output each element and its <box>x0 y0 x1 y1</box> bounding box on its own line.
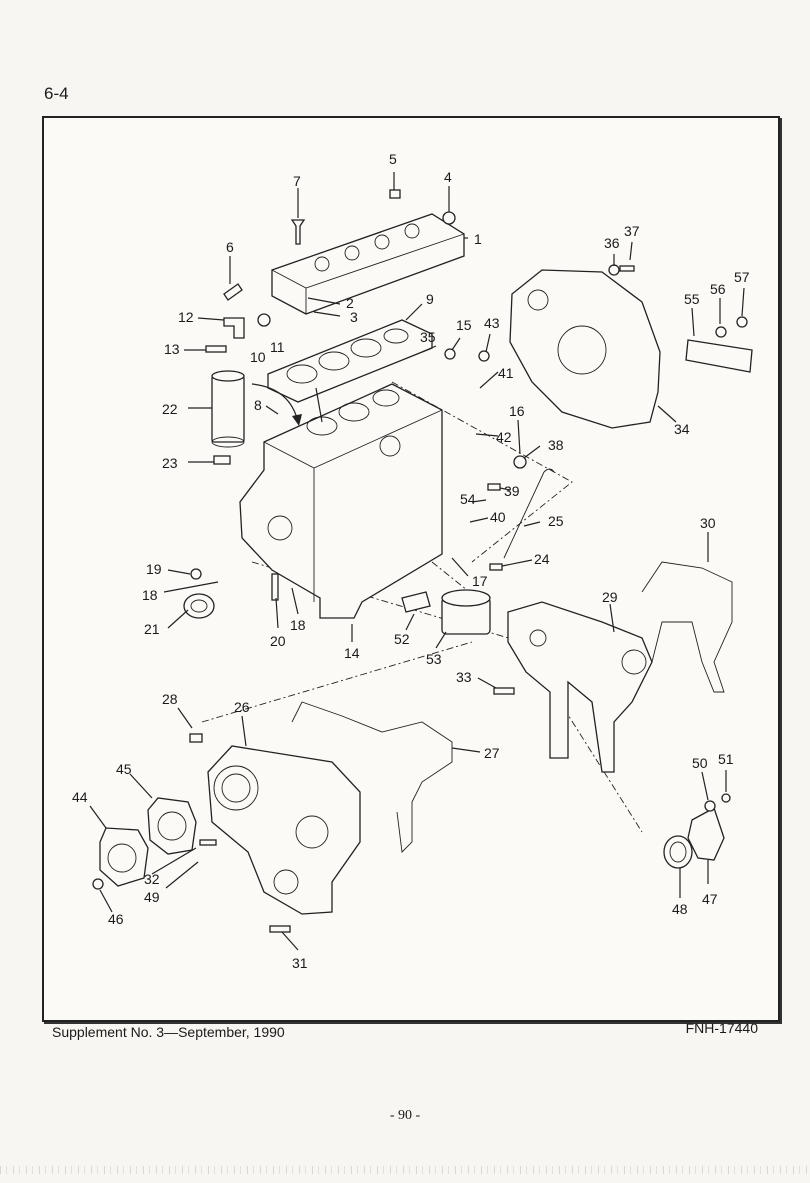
callout-label: 14 <box>344 645 360 661</box>
callout-label: 31 <box>292 955 308 971</box>
callout-label: 13 <box>164 341 180 357</box>
head-gasket <box>267 319 433 403</box>
document-code: FNH-17440 <box>685 1020 758 1036</box>
callout-label: 50 <box>692 755 708 771</box>
callout-label: 47 <box>702 891 718 907</box>
callout-label: 7 <box>293 173 301 189</box>
callout-label: 45 <box>116 761 132 777</box>
callout-label: 33 <box>456 669 472 685</box>
callout-label: 52 <box>394 631 410 647</box>
leader-lines <box>89 172 745 951</box>
front-seals <box>99 797 197 887</box>
callout-label: 5 <box>389 151 397 167</box>
callout-label: 29 <box>602 589 618 605</box>
callout-label: 38 <box>548 437 564 453</box>
callout-label: 39 <box>504 483 520 499</box>
parts-diagram-frame: 1 2 3 4 5 6 7 8 9 10 11 12 13 14 15 16 1… <box>42 116 780 1022</box>
callout-label: 16 <box>509 403 525 419</box>
callout-label: 1 <box>474 231 482 247</box>
exploded-engine-diagram: 1 2 3 4 5 6 7 8 9 10 11 12 13 14 15 16 1… <box>72 151 753 971</box>
callout-label: 30 <box>700 515 716 531</box>
callout-label: 44 <box>72 789 88 805</box>
page-label: 6-4 <box>44 84 69 103</box>
callout-label: 2 <box>346 295 354 311</box>
callout-label: 6 <box>226 239 234 255</box>
callout-label: 25 <box>548 513 564 529</box>
callout-label: 4 <box>444 169 452 185</box>
cylinder-head <box>271 213 465 315</box>
bracket <box>685 339 753 373</box>
callout-label: 41 <box>498 365 514 381</box>
callout-label: 56 <box>710 281 726 297</box>
callout-label: 36 <box>604 235 620 251</box>
callout-label: 12 <box>178 309 194 325</box>
callout-label: 3 <box>350 309 358 325</box>
callout-label: 22 <box>162 401 178 417</box>
callout-label: 15 <box>456 317 472 333</box>
page-number: - 90 - <box>389 1108 421 1123</box>
callout-label: 10 <box>250 349 266 365</box>
oil-filter <box>401 589 491 635</box>
flywheel-housing <box>509 269 661 429</box>
supplement-note: Supplement No. 3—September, 1990 <box>52 1024 285 1040</box>
callout-label: 32 <box>144 871 160 887</box>
callout-labels: 1 2 3 4 5 6 7 8 9 10 11 12 13 14 15 16 1… <box>72 151 750 971</box>
callout-label: 9 <box>426 291 434 307</box>
rear-seals <box>663 807 725 869</box>
callout-label: 37 <box>624 223 640 239</box>
gear-case-gasket <box>291 701 453 853</box>
fasteners <box>92 189 748 933</box>
crank-seal <box>183 593 215 619</box>
callout-label: 34 <box>674 421 690 437</box>
callout-label: 51 <box>718 751 734 767</box>
callout-label: 42 <box>496 429 512 445</box>
callout-label: 11 <box>270 339 285 355</box>
callout-label: 35 <box>420 329 436 345</box>
callout-label: 53 <box>426 651 442 667</box>
plate-gasket <box>641 561 733 693</box>
callout-label: 57 <box>734 269 750 285</box>
callout-label: 17 <box>472 573 488 589</box>
callout-label: 40 <box>490 509 506 525</box>
callout-label: 48 <box>672 901 688 917</box>
callout-label: 18 <box>142 587 158 603</box>
cylinder-liner <box>211 370 245 448</box>
scan-artifact-strip <box>0 1166 810 1174</box>
rear-plate <box>507 601 653 773</box>
callout-label: 18 <box>290 617 306 633</box>
callout-label: 46 <box>108 911 124 927</box>
callout-label: 26 <box>234 699 250 715</box>
callout-label: 49 <box>144 889 160 905</box>
callout-label: 27 <box>484 745 500 761</box>
callout-label: 23 <box>162 455 178 471</box>
callout-label: 24 <box>534 551 550 567</box>
callout-label: 28 <box>162 691 178 707</box>
callout-label: 55 <box>684 291 700 307</box>
callout-label: 43 <box>484 315 500 331</box>
callout-label: 21 <box>144 621 160 637</box>
callout-label: 8 <box>254 397 262 413</box>
gear-case <box>207 745 361 915</box>
dipstick <box>503 468 555 559</box>
callout-label: 54 <box>460 491 476 507</box>
cylinder-block <box>239 383 443 619</box>
callout-label: 19 <box>146 561 162 577</box>
callout-label: 20 <box>270 633 286 649</box>
